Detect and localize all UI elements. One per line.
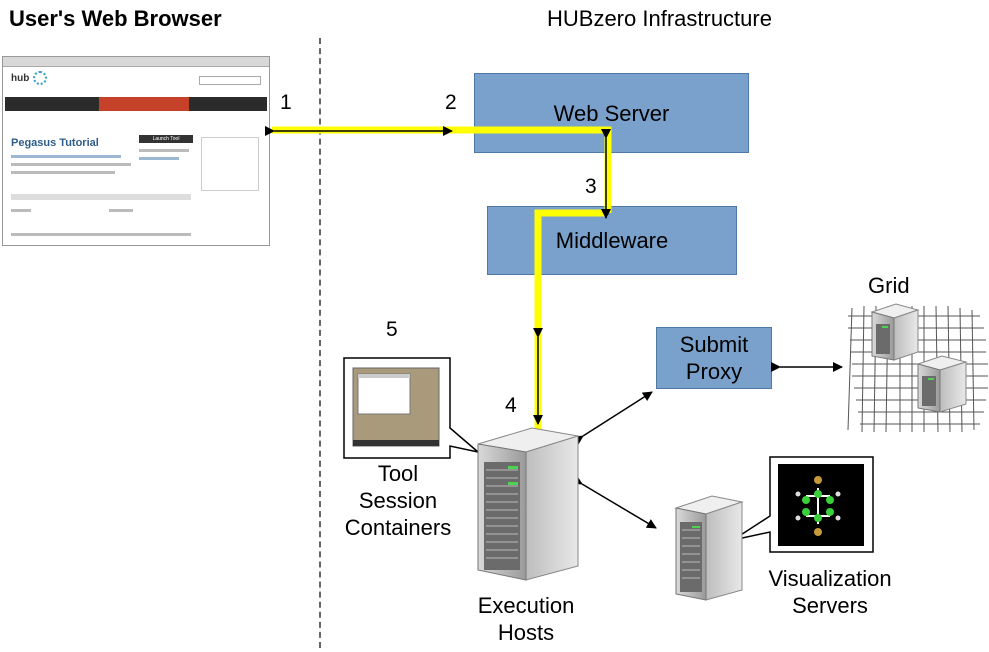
search-box: [199, 76, 261, 85]
submit-proxy-label-2: Proxy: [685, 359, 743, 384]
execution-hosts-label: Execution Hosts: [456, 592, 596, 646]
tool-session-label: Tool Session Containers: [328, 460, 468, 541]
submit-proxy-label-1: Submit: [679, 332, 749, 357]
middleware-label: Middleware: [555, 228, 669, 253]
exec-label-line-1: Execution: [477, 593, 575, 618]
grid-server-2: [916, 355, 968, 413]
nav-bar-active: [99, 97, 189, 111]
execution-host-server: [477, 427, 579, 581]
step-2-label: 2: [445, 91, 457, 114]
infrastructure-heading: HUBzero Infrastructure: [547, 6, 772, 31]
step-5-label: 5: [386, 318, 398, 341]
vis-label-line-2: Servers: [792, 593, 868, 618]
divider-line: [319, 38, 321, 648]
browser-screenshot: hub Pegasus Tutorial Launch Tool: [2, 56, 270, 246]
tool-label-line-1: Tool: [377, 461, 419, 486]
launch-tool-button: Launch Tool: [139, 135, 193, 143]
step-4-label: 4: [505, 394, 517, 417]
hub-logo: hub: [11, 73, 30, 84]
step-1-label: 1: [280, 91, 292, 114]
middleware-box: Middleware: [487, 206, 737, 275]
grid-label: Grid: [868, 273, 910, 298]
hub-logo-mark: [33, 71, 47, 85]
web-server-label: Web Server: [553, 100, 670, 126]
page-title: Pegasus Tutorial: [11, 137, 99, 149]
visualization-servers-label: Visualization Servers: [750, 565, 910, 619]
browser-heading: User's Web Browser: [9, 6, 222, 31]
step-3-label: 3: [585, 175, 597, 198]
exec-label-line-2: Hosts: [497, 620, 555, 645]
vis-label-line-1: Visualization: [768, 566, 892, 591]
visualization-server: [674, 495, 744, 601]
browser-toolbar: [3, 57, 269, 67]
submit-proxy-box: Submit Proxy: [656, 327, 772, 389]
tool-label-line-2: Session: [358, 488, 438, 513]
grid-server-1: [870, 303, 920, 361]
tool-label-line-3: Containers: [344, 515, 452, 540]
